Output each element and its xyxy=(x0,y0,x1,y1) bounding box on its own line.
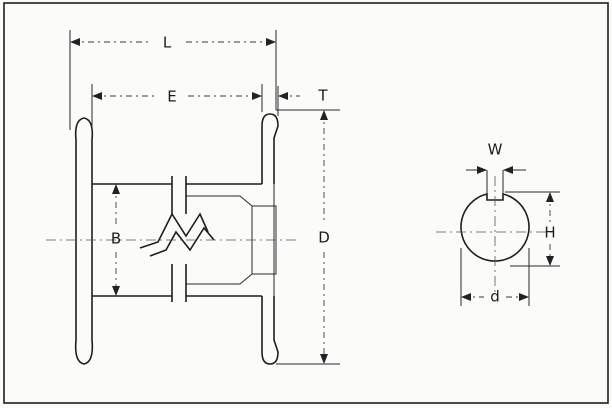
dimension-E: E xyxy=(91,84,263,130)
hub-body xyxy=(92,183,262,297)
label-B: B xyxy=(111,230,121,248)
dimension-T: T xyxy=(277,86,328,116)
dimension-L: L xyxy=(69,30,277,130)
dimension-W: W xyxy=(466,141,526,196)
break-zigzag-inner xyxy=(149,226,215,257)
outer-frame xyxy=(3,2,609,404)
spool-side-view xyxy=(46,113,296,365)
label-W: W xyxy=(488,141,503,159)
label-H: H xyxy=(544,224,555,242)
left-flange xyxy=(74,117,94,365)
right-flange xyxy=(261,113,279,365)
dimension-D: D xyxy=(276,109,340,365)
dimension-H: H xyxy=(505,191,560,267)
label-D: D xyxy=(318,229,330,247)
break-zigzag xyxy=(139,212,209,249)
dimension-d: d xyxy=(460,248,530,306)
bore-circle xyxy=(460,192,530,262)
label-E: E xyxy=(167,88,176,106)
bore-end-view xyxy=(436,176,556,296)
label-T: T xyxy=(317,87,328,105)
label-d: d xyxy=(490,288,500,306)
dimension-B: B xyxy=(111,184,121,296)
label-L: L xyxy=(163,34,172,52)
